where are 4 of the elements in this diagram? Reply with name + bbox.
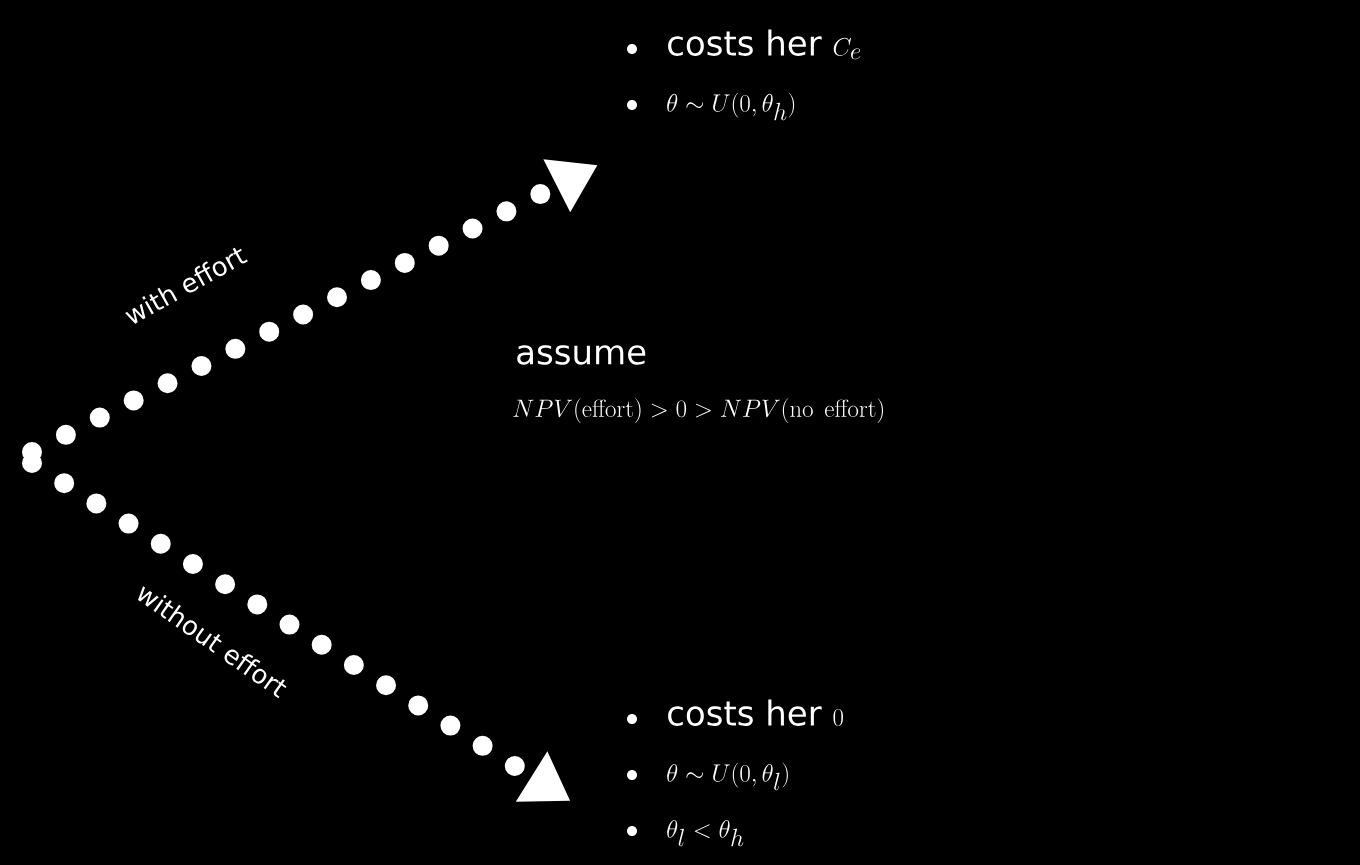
label-text: assume	[517, 345, 646, 365]
bullet-list: $\text{costs her } C_e$ $\theta \sim U(0, \theta_h)$	[667, 29, 861, 121]
formula: $NPV(\mathrm{effort}) > 0 > NPV(\mathrm{no\ effort})$	[513, 398, 883, 424]
bullet-list: $\text{costs her } 0$ $\theta \sim U(0, \theta_l)$ $\theta_l < \theta_h$	[667, 699, 843, 847]
